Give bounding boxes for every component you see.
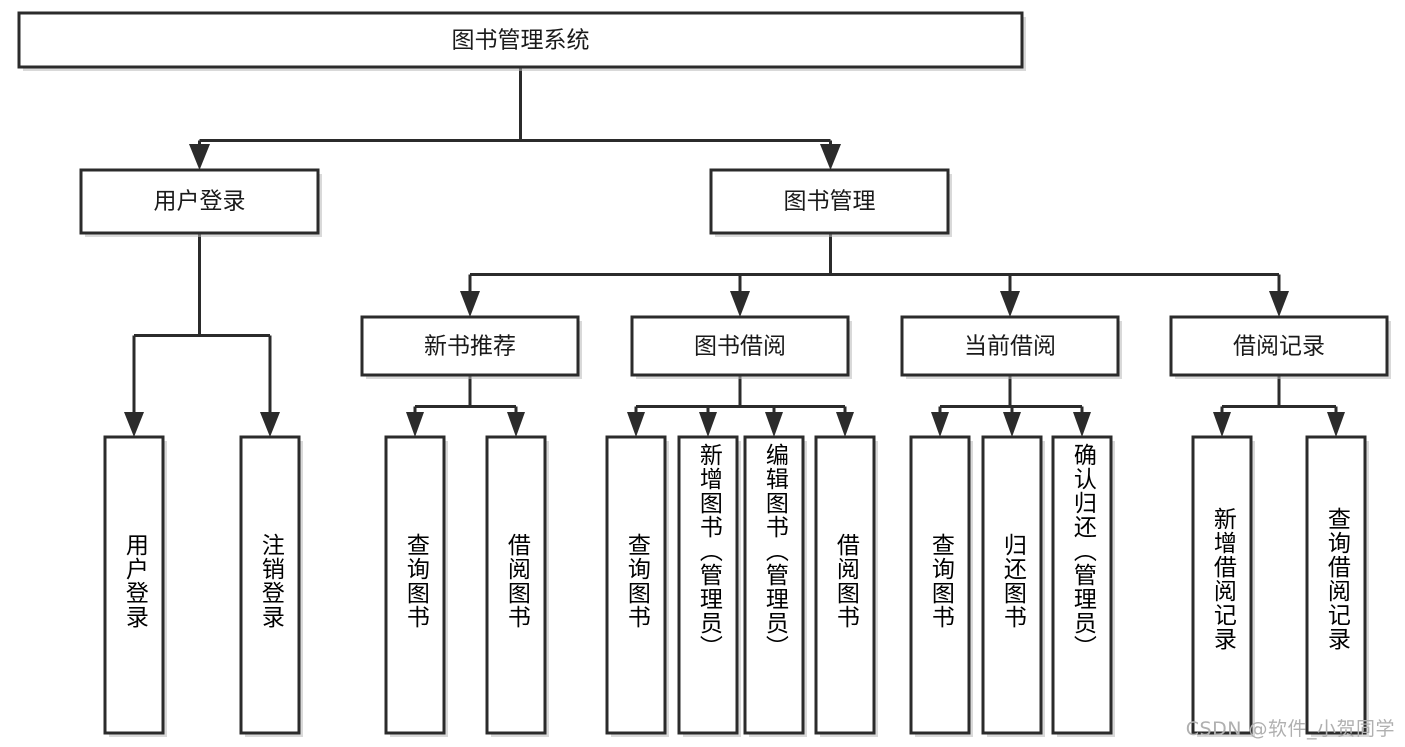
node-leaf-borrow-book-1[interactable] bbox=[485, 435, 549, 737]
node-label: 新书推荐 bbox=[424, 334, 516, 360]
node-leaf-user-login[interactable] bbox=[103, 435, 167, 737]
arrow-to-current-borrow bbox=[1000, 291, 1020, 317]
watermark: CSDN @软件_小贺同学 bbox=[1185, 718, 1395, 740]
connector-book-manage-trunk bbox=[468, 233, 1281, 291]
node-leaf-add-book[interactable] bbox=[677, 435, 741, 737]
connector-borrow-record-trunk bbox=[1220, 375, 1338, 424]
node-rect[interactable] bbox=[17, 11, 1024, 69]
arrow-to-leaf-query-book-2 bbox=[627, 412, 645, 437]
node-rect[interactable] bbox=[677, 435, 739, 735]
node-rect[interactable] bbox=[981, 435, 1043, 735]
node-leaf-borrow-book-2[interactable] bbox=[814, 435, 878, 737]
arrow-to-new-book-recommend bbox=[460, 291, 480, 317]
arrow-to-leaf-query-record bbox=[1327, 412, 1345, 437]
arrow-to-leaf-borrow-book-2 bbox=[836, 412, 854, 437]
node-book-management-system[interactable]: 图书管理系统 bbox=[17, 11, 1026, 71]
node-borrow-record[interactable]: 借阅记录 bbox=[1169, 315, 1391, 379]
connector-book-borrow-trunk bbox=[634, 375, 847, 424]
arrow-to-leaf-user-login bbox=[124, 412, 144, 437]
node-user-login[interactable]: 用户登录 bbox=[79, 168, 322, 237]
arrow-to-leaf-borrow-book-1 bbox=[507, 412, 525, 437]
node-leaf-query-book-1[interactable] bbox=[384, 435, 448, 737]
node-rect[interactable] bbox=[909, 435, 971, 735]
node-leaf-query-record[interactable] bbox=[1305, 435, 1369, 737]
arrow-to-book-manage bbox=[820, 144, 841, 170]
node-label: 图书借阅 bbox=[694, 334, 786, 360]
node-rect[interactable] bbox=[384, 435, 446, 735]
node-rect[interactable] bbox=[900, 315, 1120, 377]
connector-root-trunk bbox=[198, 67, 832, 156]
node-label: 当前借阅 bbox=[964, 334, 1056, 360]
arrow-to-leaf-user-logout bbox=[260, 412, 280, 437]
node-rect[interactable] bbox=[605, 435, 667, 735]
connector-new-book-recommend-trunk bbox=[413, 375, 518, 424]
node-rect[interactable] bbox=[709, 168, 950, 235]
node-rect[interactable] bbox=[814, 435, 876, 735]
node-rect[interactable] bbox=[743, 435, 805, 735]
node-rect[interactable] bbox=[239, 435, 301, 735]
node-rect[interactable] bbox=[1305, 435, 1367, 735]
node-new-book-recommend[interactable]: 新书推荐 bbox=[360, 315, 582, 379]
leaf-rect-group bbox=[103, 435, 1369, 737]
node-rect[interactable] bbox=[79, 168, 320, 235]
arrow-to-borrow-record bbox=[1269, 291, 1289, 317]
arrow-to-leaf-confirm-return bbox=[1073, 412, 1091, 437]
arrow-to-leaf-query-book-1 bbox=[406, 412, 424, 437]
node-label: 图书管理 bbox=[784, 189, 876, 215]
node-leaf-user-logout[interactable] bbox=[239, 435, 303, 737]
node-rect[interactable] bbox=[485, 435, 547, 735]
node-leaf-query-book-2[interactable] bbox=[605, 435, 669, 737]
node-rect[interactable] bbox=[630, 315, 850, 377]
node-label: 借阅记录 bbox=[1233, 334, 1325, 360]
arrow-to-book-borrow bbox=[730, 291, 750, 317]
node-leaf-edit-book[interactable] bbox=[743, 435, 807, 737]
node-rect[interactable] bbox=[360, 315, 580, 377]
node-leaf-return-book[interactable] bbox=[981, 435, 1045, 737]
node-book-manage[interactable]: 图书管理 bbox=[709, 168, 952, 237]
node-leaf-confirm-return[interactable] bbox=[1051, 435, 1115, 737]
arrow-to-leaf-edit-book bbox=[765, 412, 783, 437]
node-rect[interactable] bbox=[1191, 435, 1253, 735]
connector-user-login-trunk bbox=[132, 233, 272, 424]
arrow-to-leaf-add-record bbox=[1213, 412, 1231, 437]
node-rect[interactable] bbox=[1169, 315, 1389, 377]
node-label: 图书管理系统 bbox=[452, 28, 590, 54]
arrow-to-leaf-return-book bbox=[1003, 412, 1021, 437]
node-rect[interactable] bbox=[103, 435, 165, 735]
node-book-borrow[interactable]: 图书借阅 bbox=[630, 315, 852, 379]
arrow-to-leaf-query-book-3 bbox=[931, 412, 949, 437]
node-current-borrow[interactable]: 当前借阅 bbox=[900, 315, 1122, 379]
node-label: 用户登录 bbox=[154, 189, 246, 215]
arrow-to-leaf-add-book bbox=[699, 412, 717, 437]
node-leaf-add-record[interactable] bbox=[1191, 435, 1255, 737]
arrow-to-user-login bbox=[189, 144, 210, 170]
node-leaf-query-book-3[interactable] bbox=[909, 435, 973, 737]
node-rect[interactable] bbox=[1051, 435, 1113, 735]
connector-group bbox=[124, 67, 1345, 437]
